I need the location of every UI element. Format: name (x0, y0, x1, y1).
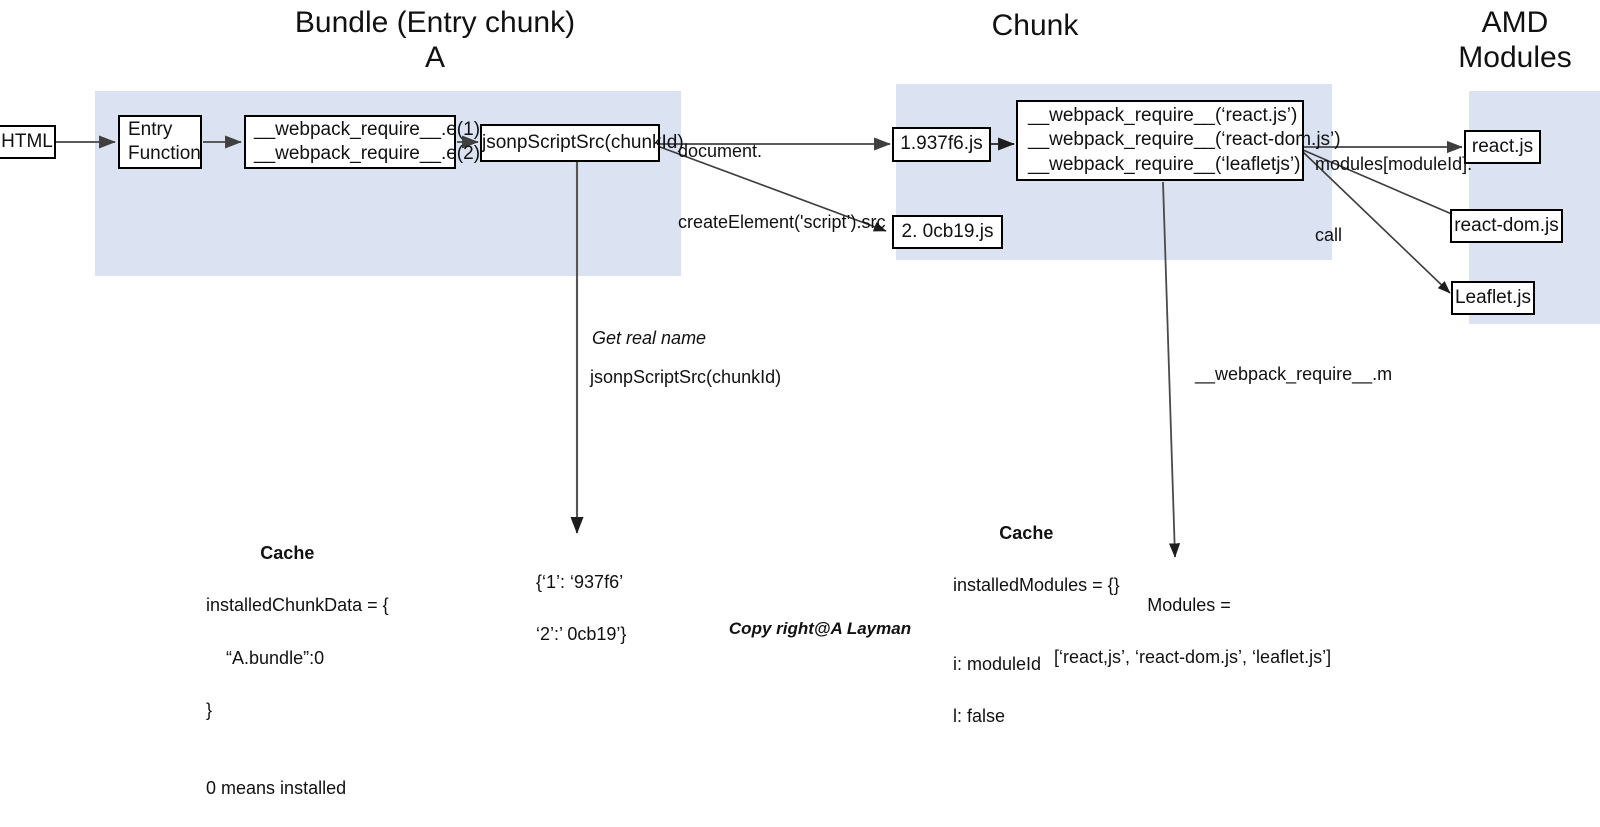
node-entry-function-line1: Entry (128, 118, 173, 140)
cache-left-heading: Cache (260, 543, 315, 564)
copyright-text: Copy right@A Layman (728, 619, 912, 639)
node-chunk-2[interactable]: 2. 0cb19.js (892, 215, 1003, 249)
edge-label-modules-call-line2: call (1315, 224, 1343, 245)
cache-left-line3: } (206, 699, 213, 720)
node-webpack-require-modules[interactable]: __webpack_require__(‘react.js’) __webpac… (1016, 100, 1341, 181)
node-chunk-1[interactable]: 1.937f6.js (892, 127, 991, 162)
node-entry-function-line2: Function (128, 143, 201, 164)
node-webpack-require-e[interactable]: __webpack_require__.e(1) __webpack_requi… (244, 115, 481, 169)
edge-label-document-create-element: document. createElement('script’).src (678, 92, 885, 282)
node-react-dom-js[interactable]: react-dom.js (1450, 209, 1563, 243)
node-webpack-require-e-line1: __webpack_require__.e(1) (254, 118, 481, 140)
edge-label-get-real-name: Get real name (572, 303, 706, 374)
title-amd-modules: AMD Modules (1430, 6, 1600, 75)
cache-right-heading: Cache (999, 523, 1054, 544)
title-chunk: Chunk (930, 9, 1140, 44)
diagram-canvas: Bundle (Entry chunk) A Chunk AMD Modules… (0, 6, 1600, 798)
node-react-js-label: react.js (1471, 135, 1534, 157)
node-require-module-line3: __webpack_require__(‘leafletjs’) (1028, 153, 1301, 175)
edge-label-modules-call-line1: modules[moduleId]. (1315, 153, 1473, 174)
cache-left-line4: 0 means installed (206, 778, 347, 799)
cache-block-right: Cache installedModules = {} i: moduleId … (933, 468, 1120, 755)
annotation-chunk-map: {‘1’: ‘937f6’ ‘2’:’ 0cb19’} (516, 543, 626, 673)
edge-label-jsonp-script-src: jsonpScriptSrc(chunkId) (570, 342, 781, 413)
edge-label-jsonp-script-src-text: jsonpScriptSrc(chunkId) (590, 366, 782, 387)
node-leaflet-js-label: Leaflet.js (1454, 286, 1532, 308)
node-jsonp-script-src-label: jsonpScriptSrc(chunkId) (482, 131, 684, 153)
title-bundle-line1: Bundle (Entry chunk) (294, 6, 576, 39)
title-amd-line2: Modules (1458, 40, 1572, 74)
node-jsonp-script-src[interactable]: jsonpScriptSrc(chunkId) (480, 124, 684, 162)
node-chunk-1-label: 1.937f6.js (900, 133, 983, 155)
cache-right-line3: l: false (953, 705, 1006, 726)
cache-left-line2: “A.bundle”:0 (206, 647, 325, 668)
node-chunk-2-label: 2. 0cb19.js (901, 220, 994, 242)
title-bundle: Bundle (Entry chunk) A (245, 6, 625, 75)
title-amd-line1: AMD (1481, 6, 1549, 39)
cache-left-line1: installedChunkData = { (206, 595, 389, 616)
annotation-modules-output-line1: Modules = (1147, 595, 1231, 616)
node-html-label: HTML (1, 130, 53, 152)
node-leaflet-js[interactable]: Leaflet.js (1451, 281, 1535, 315)
cache-right-line2: i: moduleId (953, 653, 1042, 674)
node-react-dom-js-label: react-dom.js (1454, 214, 1559, 236)
annotation-chunk-map-line2: ‘2’:’ 0cb19’} (536, 624, 627, 645)
edge-label-doc-line2: createElement('script’).src (678, 211, 886, 232)
node-entry-function[interactable]: Entry Function (118, 115, 202, 169)
node-require-module-line2: __webpack_require__(‘react-dom.js’) (1028, 129, 1341, 151)
node-require-module-line1: __webpack_require__(‘react.js’) (1028, 105, 1298, 127)
node-webpack-require-e-line2: __webpack_require__.e(2) (254, 143, 481, 164)
node-html[interactable]: HTML (0, 125, 56, 159)
copyright-label: Copy right@A Layman (710, 596, 911, 663)
title-chunk-text: Chunk (991, 9, 1079, 42)
annotation-chunk-map-line1: {‘1’: ‘937f6’ (536, 572, 624, 593)
edge-label-modules-call: modules[moduleId]. call (1315, 105, 1472, 295)
title-bundle-line2: A (424, 40, 445, 74)
node-react-js[interactable]: react.js (1464, 130, 1541, 164)
cache-block-left: Cache installedChunkData = { “A.bundle”:… (186, 488, 389, 827)
cache-right-line1: installedModules = {} (953, 575, 1120, 596)
edge-label-webpack-require-m-text: __webpack_require__.m (1195, 363, 1393, 384)
edge-label-webpack-require-m: __webpack_require__.m (1175, 339, 1392, 410)
edge-label-get-real-name-text: Get real name (592, 327, 707, 348)
edge-label-doc-line1: document. (678, 140, 763, 161)
